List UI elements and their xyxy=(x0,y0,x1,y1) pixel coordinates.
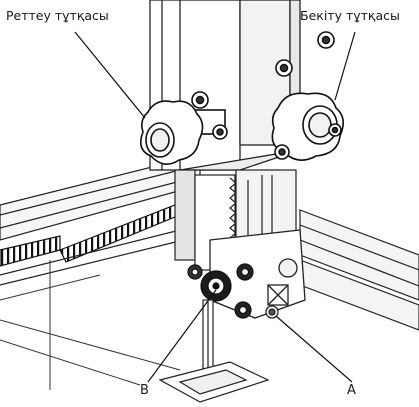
fence-rail xyxy=(0,154,201,286)
leader-a xyxy=(275,315,353,383)
guide-bearings xyxy=(187,263,254,319)
leader-lines xyxy=(74,31,356,383)
leader-b xyxy=(147,289,217,383)
lock-knob-label: Бекіту тұтқасы xyxy=(300,8,400,23)
point-b-label: B xyxy=(140,383,149,398)
point-a-label: A xyxy=(347,383,356,398)
right-rail xyxy=(299,209,419,331)
table-insert xyxy=(158,361,270,403)
saw-table xyxy=(0,260,181,390)
leader-adjust xyxy=(74,31,146,119)
lock-knob xyxy=(271,31,344,161)
adjust-knob-label: Реттеу тұтқасы xyxy=(6,8,109,23)
leader-lock xyxy=(334,31,356,101)
adjust-knob xyxy=(140,91,228,165)
